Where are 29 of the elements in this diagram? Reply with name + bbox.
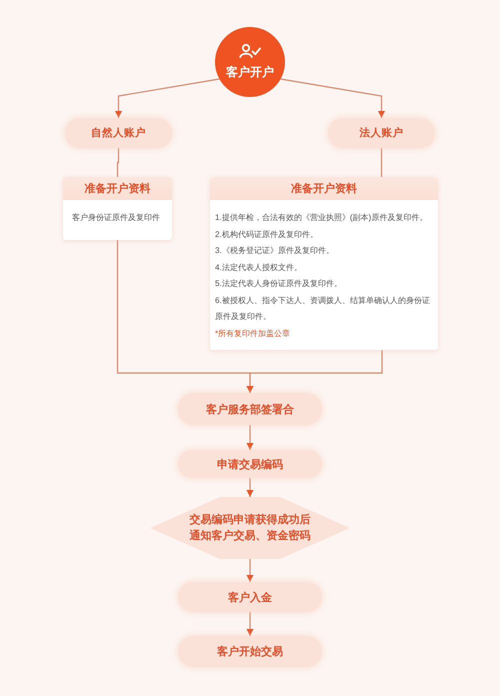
body-text: 客户身份证原件及复印件 (72, 212, 160, 224)
note-text: *所有复印件加盖公章 (215, 328, 290, 340)
account-pill: 法人账户 (328, 118, 435, 148)
list-item: 5.法定代表人身份证原件及复印件。 (215, 278, 342, 290)
list-item: 4.法定代表人授权文件。 (215, 262, 302, 274)
arrow (246, 612, 254, 636)
arrow (115, 78, 220, 118)
connector-line (380, 148, 382, 177)
step-label: 交易编码申请获得成功后通知客户交易、资金密码 (188, 512, 312, 544)
step-pill: 客户服务部签署合 (178, 393, 322, 425)
card-heading: 准备开户资料 (210, 177, 438, 200)
step-pill: 客户开始交易 (178, 636, 322, 667)
arrow (246, 478, 254, 497)
list-item: 2.机构代码证原件及复印件。 (215, 228, 318, 240)
connector-line (116, 148, 120, 177)
arrow (246, 559, 254, 582)
step-pill: 客户入金 (178, 582, 322, 612)
arrow (280, 78, 385, 118)
step-pill: 申请交易编码 (178, 450, 322, 478)
card-heading: 准备开户资料 (63, 177, 172, 200)
info-card (63, 177, 172, 240)
list-item: 3.《税务登记证》原件及复印件。 (215, 245, 334, 257)
step-label: 客户开户 (226, 65, 274, 79)
account-pill: 自然人账户 (65, 118, 172, 148)
info-card (210, 177, 438, 350)
arrow (246, 350, 383, 393)
arrow (246, 425, 254, 450)
list-item: 1.提供年检，合法有效的《营业执照》(副本)原件及复印件。 (215, 212, 428, 224)
list-item: 6.被授权人、指令下达人、资调拨人、结算单确认人的身份证原件及复印件。 (215, 294, 431, 323)
